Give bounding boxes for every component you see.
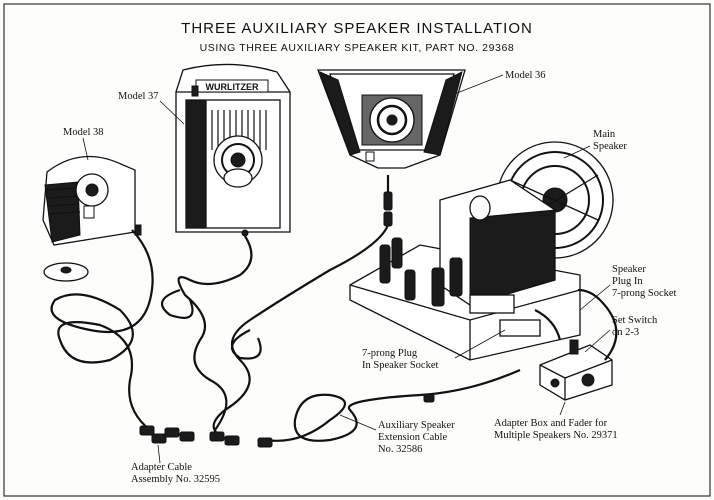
label-adapter-cable-2: Assembly No. 32595: [131, 474, 220, 485]
leader-set-switch: [584, 329, 611, 353]
label-7-prong-1: 7-prong Plug: [362, 348, 418, 359]
label-main-speaker-1: Main: [593, 129, 616, 140]
label-model-36: Model 36: [505, 70, 546, 81]
diagram-title: THREE AUXILIARY SPEAKER INSTALLATION: [181, 20, 533, 37]
page-border: [3, 3, 711, 497]
leader-model-36: [456, 74, 504, 94]
leader-adapter-cable: [157, 444, 161, 464]
leader-speaker-plug: [579, 284, 611, 311]
leader-model-38: [82, 137, 89, 161]
label-set-switch-2: on 2-3: [612, 327, 639, 338]
label-adapter-box-1: Adapter Box and Fader for: [494, 418, 608, 429]
label-adapter-box-2: Multiple Speakers No. 29371: [494, 430, 618, 441]
amplifier-chassis: [349, 179, 581, 361]
label-set-switch-1: Set Switch: [612, 315, 658, 326]
leader-ext-cable: [339, 414, 377, 431]
cable-connectors: [134, 191, 435, 448]
label-model-38: Model 38: [63, 127, 104, 138]
label-7-prong-2: In Speaker Socket: [362, 360, 438, 371]
leader-model-37: [159, 100, 185, 125]
label-ext-cable-1: Auxiliary Speaker: [378, 420, 455, 431]
model-37-cabinet: WURLITZER: [175, 63, 291, 237]
model-36-speaker: [317, 69, 466, 169]
leader-main-speaker: [563, 145, 591, 159]
cables: [50, 175, 618, 442]
label-speaker-plug-2: Plug In: [612, 276, 643, 287]
label-adapter-cable-1: Adapter Cable: [131, 462, 192, 473]
adapter-box: [539, 339, 613, 401]
nameplate: WURLITZER: [206, 82, 259, 92]
label-model-37: Model 37: [118, 91, 159, 102]
label-speaker-plug-3: 7-prong Socket: [612, 288, 677, 299]
label-speaker-plug-1: Speaker: [612, 264, 646, 275]
diagram-subtitle: USING THREE AUXILIARY SPEAKER KIT, PART …: [200, 42, 515, 54]
main-speaker: [496, 141, 614, 259]
leader-7-prong: [454, 329, 506, 359]
leader-adapter-box: [559, 401, 566, 416]
label-ext-cable-2: Extension Cable: [378, 432, 447, 443]
label-ext-cable-3: No. 32586: [378, 444, 422, 455]
model-38-speaker: [42, 155, 136, 282]
label-main-speaker-2: Speaker: [593, 141, 627, 152]
